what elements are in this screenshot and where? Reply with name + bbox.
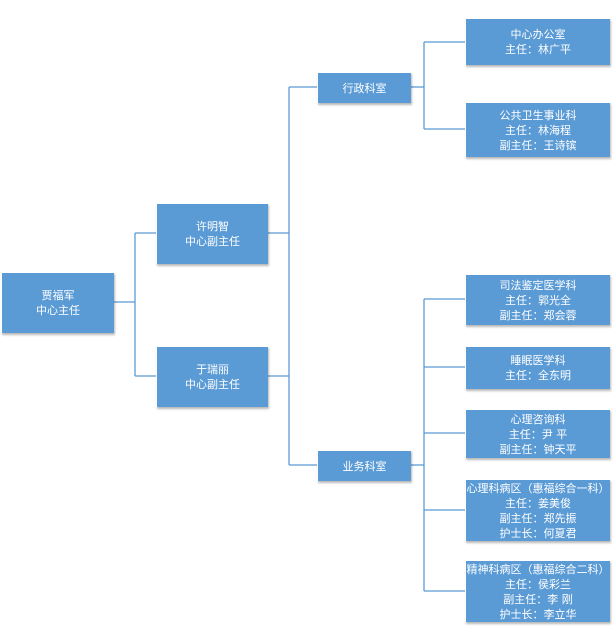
node-sleep: 睡眠医学科 主任：全东明 [465,346,610,389]
node-deputy-1-title: 中心副主任 [185,235,240,248]
node-public-health-line2: 副主任：王诗镔 [499,138,577,152]
node-deputy-1-name: 许明智 [196,220,229,233]
node-psych-ward-2-line2: 副主任：李 刚 [503,592,573,606]
node-public-health: 公共卫生事业科 主任：林海程 副主任：王诗镔 [465,102,610,157]
node-psych-ward-1: 心理科病区（惠福综合一科） 主任：姜美俊 副主任：郑先振 护士长：何夏君 [465,479,610,541]
node-deputy-2: 于瑞丽 中心副主任 [156,346,268,407]
node-deputy-2-title: 中心副主任 [185,378,240,391]
node-forensic: 司法鉴定医学科 主任：郭光全 副主任：郑会蓉 [465,274,610,325]
node-business-office: 业务科室 [317,450,411,481]
node-forensic-line2: 副主任：郑会蓉 [499,308,577,322]
node-counseling: 心理咨询科 主任：尹 平 副主任：钟天平 [465,409,610,458]
node-deputy-2-name: 于瑞丽 [196,363,229,376]
node-admin-office: 行政科室 [317,72,411,103]
node-psych-ward-1-name: 心理科病区（惠福综合一科） [466,481,610,495]
node-counseling-line1: 主任：尹 平 [508,427,568,441]
node-central-office-name: 中心办公室 [510,28,566,41]
node-central-office-line1: 主任：林广平 [505,43,571,56]
node-public-health-line1: 主任：林海程 [505,123,571,137]
node-root-title: 中心主任 [36,304,80,317]
node-sleep-line1: 主任：全东明 [505,369,571,382]
node-root: 贾福军 中心主任 [1,272,114,333]
node-psych-ward-1-line2: 副主任：郑先振 [499,511,577,525]
node-sleep-name: 睡眠医学科 [510,354,566,367]
node-psych-ward-1-line1: 主任：姜美俊 [505,496,571,510]
node-forensic-name: 司法鉴定医学科 [499,278,577,292]
node-deputy-1: 许明智 中心副主任 [156,203,268,264]
node-business-office-label: 业务科室 [342,459,387,473]
node-psych-ward-2-line1: 主任：侯彩兰 [505,577,571,591]
node-counseling-line2: 副主任：钟天平 [499,442,577,456]
node-admin-office-label: 行政科室 [342,81,387,95]
node-counseling-name: 心理咨询科 [510,412,566,426]
node-forensic-line1: 主任：郭光全 [505,293,571,307]
node-psych-ward-1-line3: 护士长：何夏君 [499,526,577,540]
node-root-name: 贾福军 [41,289,75,302]
node-psych-ward-2: 精神科病区（惠福综合二科） 主任：侯彩兰 副主任：李 刚 护士长：李立华 [465,560,610,622]
node-psych-ward-2-line3: 护士长：李立华 [499,607,577,621]
node-central-office: 中心办公室 主任：林广平 [465,18,610,65]
node-psych-ward-2-name: 精神科病区（惠福综合二科） [466,562,610,576]
node-public-health-name: 公共卫生事业科 [499,108,577,122]
